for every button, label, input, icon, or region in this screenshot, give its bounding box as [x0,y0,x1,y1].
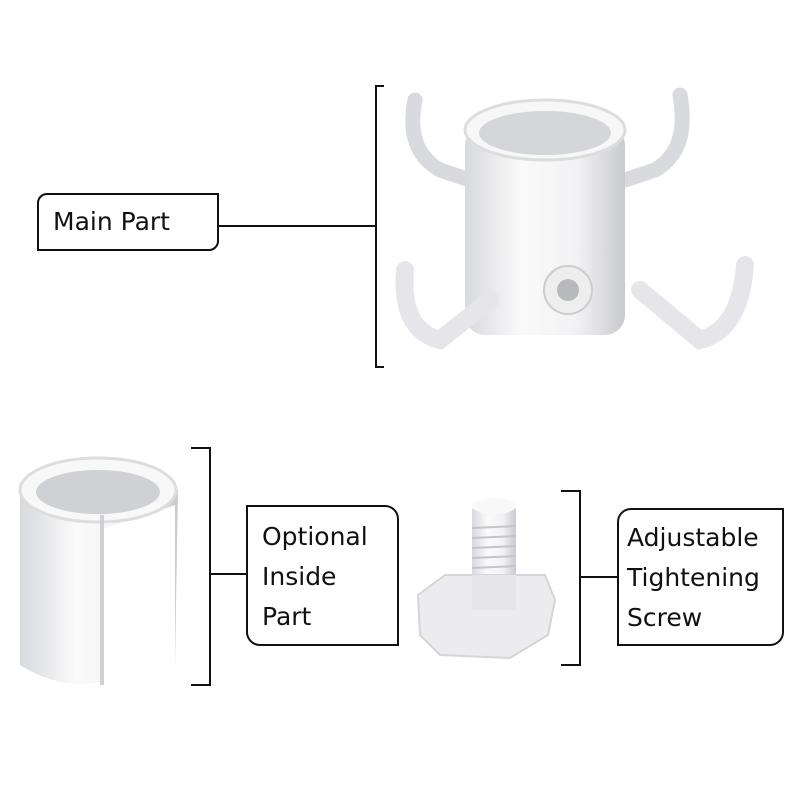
inside-part-bracket-bottom [191,684,211,686]
screw-label: Adjustable Tightening Screw [617,508,784,646]
inside-part-line-3: Part [262,602,312,631]
inside-part-bracket-top [191,447,211,449]
screw-connector [580,576,617,578]
inside-part-line-1: Optional [262,522,368,551]
screw-line-3: Screw [627,603,703,632]
screw-bracket [579,490,581,666]
inside-part-connector [210,573,246,575]
main-part-bracket [375,85,377,368]
screw-bracket-bottom [561,664,581,666]
inside-part-image [18,456,178,685]
main-part-bracket-top [375,85,384,87]
main-part-label: Main Part [37,193,219,251]
inside-part-line-2: Inside [262,562,337,591]
screw-line-1: Adjustable [627,523,759,552]
inside-part-label: Optional Inside Part [246,505,399,646]
inside-part-bracket [209,447,211,686]
screw-line-2: Tightening [627,563,760,592]
main-part-connector [219,225,376,227]
main-part-image [395,87,754,350]
screw-bracket-top [561,490,581,492]
screw-image [416,498,557,660]
main-part-bracket-bottom [375,366,384,368]
